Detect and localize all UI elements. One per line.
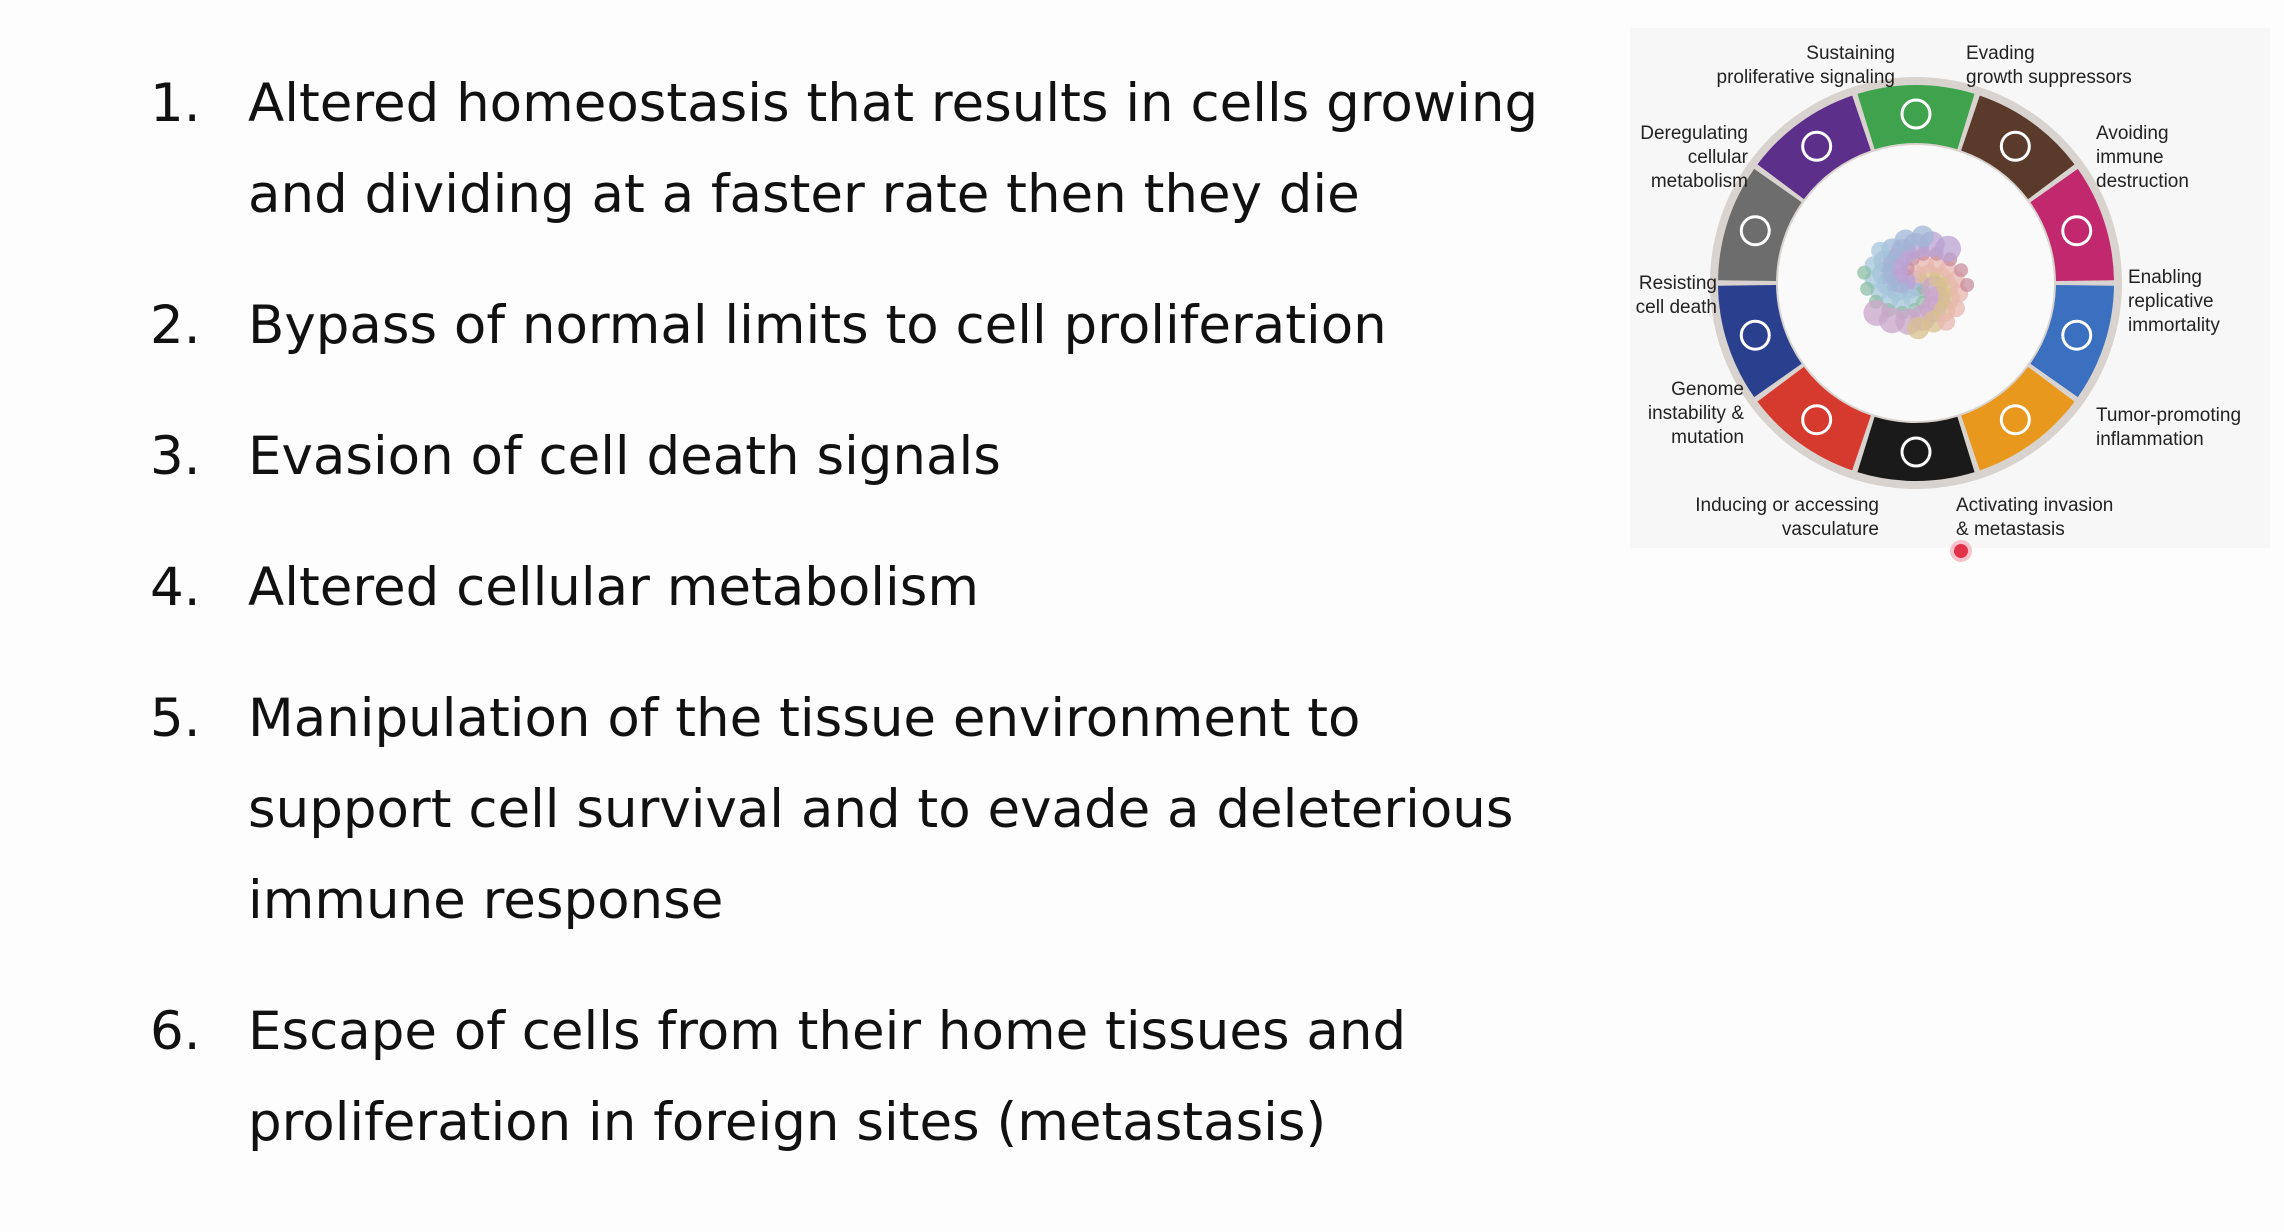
hallmarks-wheel [1710, 77, 2122, 489]
label-metabolism: Deregulating cellular metabolism [1640, 123, 1748, 192]
flame-icon [1999, 404, 2031, 436]
arrow-icon [1900, 98, 1932, 130]
hallmark-segment [2030, 168, 2114, 282]
invading-cell-icon [1900, 436, 1932, 468]
item-number: 3. [150, 426, 201, 487]
label-resisting: Resisting cell death [1635, 273, 1717, 318]
item-number: 1. [150, 73, 201, 134]
infinity-icon [2061, 319, 2093, 351]
dna-icon [1739, 319, 1771, 351]
label-avoiding: Avoiding immune destruction [2096, 123, 2189, 192]
pointer-dot [1954, 544, 1968, 558]
item-text: Bypass of normal limits to cell prolifer… [248, 295, 1387, 356]
label-genome: Genome instability & mutation [1647, 379, 1744, 448]
atom-icon [1801, 130, 1833, 162]
label-evading: Evading growth suppressors [1966, 43, 2132, 88]
label-invasion: Activating invasion & metastasis [1956, 495, 2114, 540]
item-text: Altered homeostasis that results in cell… [248, 73, 1539, 225]
list-item: 4. Altered cellular metabolism [150, 542, 1570, 633]
list-item: 2. Bypass of normal limits to cell prolif… [150, 280, 1570, 371]
item-text: Escape of cells from their home tissues … [248, 1001, 1407, 1153]
item-text: Altered cellular metabolism [248, 557, 979, 618]
item-number: 4. [150, 557, 201, 618]
hallmarks-of-cancer-figure: Sustaining proliferative signaling Evadi… [1630, 28, 2270, 548]
label-enabling: Enabling replicative immortality [2128, 267, 2220, 336]
label-inflammation: Tumor-promoting inflammation [2096, 405, 2242, 450]
hallmark-segment [1757, 95, 1871, 200]
hallmark-segment [1961, 95, 2075, 200]
vessel-icon [1801, 404, 1833, 436]
item-text: Evasion of cell death signals [248, 426, 1001, 487]
prohibited-icon [1999, 130, 2031, 162]
list-item: 5. Manipulation of the tissue environment… [150, 673, 1570, 946]
item-number: 6. [150, 1001, 201, 1062]
hallmark-segment [1857, 84, 1975, 150]
tumor-cells-image [1857, 225, 1975, 340]
label-vasculature: Inducing or accessing vasculature [1695, 495, 1879, 540]
hallmark-segment [1961, 366, 2075, 471]
hallmarks-list: 1. Altered homeostasis that results in ce… [150, 58, 1570, 1208]
hallmark-segment [1757, 366, 1871, 471]
cross-icon [1739, 215, 1771, 247]
hallmark-segment [1857, 416, 1975, 481]
list-item: 6. Escape of cells from their home tissue… [150, 986, 1570, 1168]
item-number: 5. [150, 688, 201, 749]
label-sustaining: Sustaining proliferative signaling [1716, 43, 1896, 88]
list-item: 3. Evasion of cell death signals [150, 411, 1570, 502]
hallmark-segment [1718, 284, 1802, 398]
list-item: 1. Altered homeostasis that results in ce… [150, 58, 1570, 240]
item-number: 2. [150, 295, 201, 356]
hallmark-segment [1718, 168, 1802, 282]
immune-cell-icon [2061, 215, 2093, 247]
hallmark-segment [2030, 284, 2114, 398]
item-text: Manipulation of the tissue environment t… [248, 688, 1514, 931]
